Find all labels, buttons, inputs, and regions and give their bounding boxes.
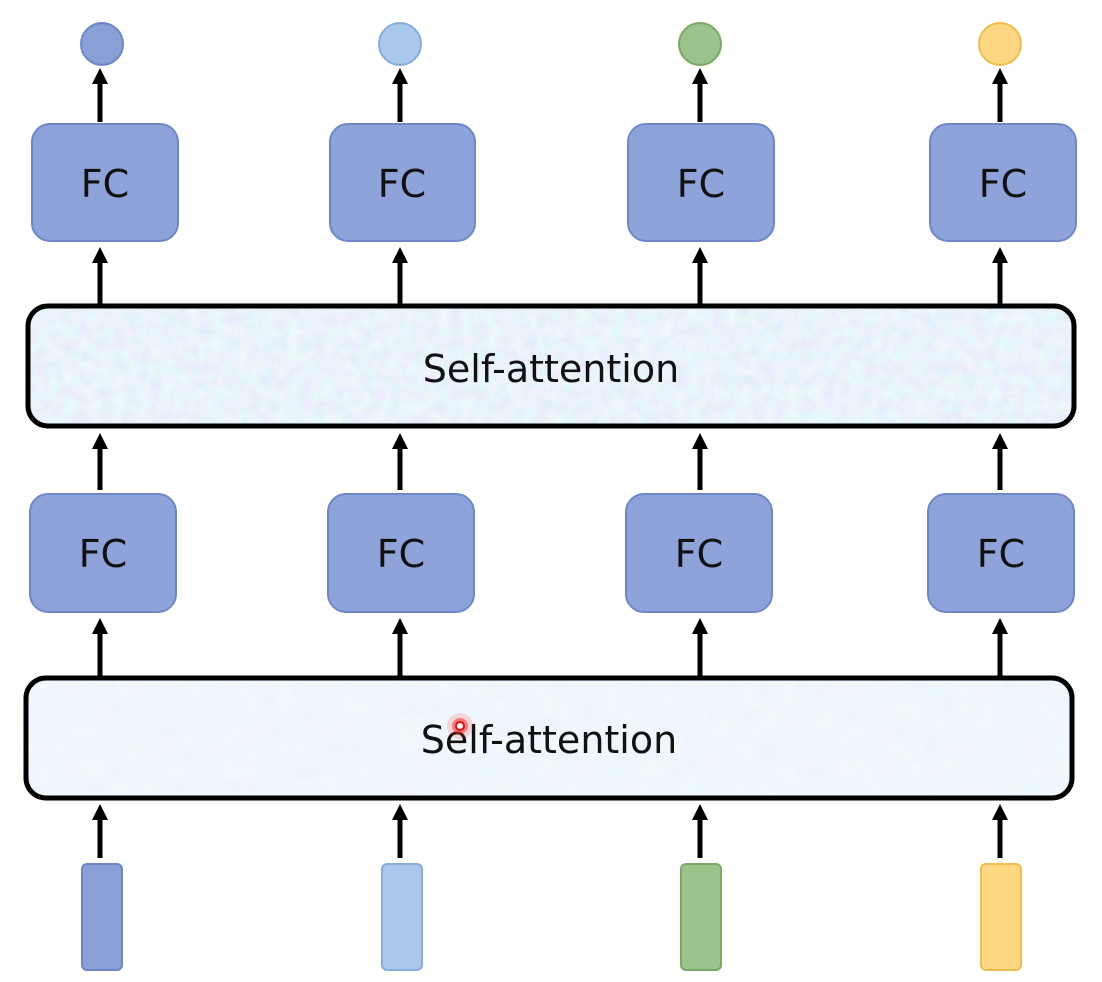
fc-box-top-2: FC — [329, 123, 476, 242]
input-token-2 — [381, 863, 423, 971]
self-attention-block-bottom: Self-attention — [23, 675, 1075, 801]
fc-box-bottom-1: FC — [29, 493, 177, 613]
output-circle-1 — [80, 22, 124, 66]
fc-label: FC — [378, 162, 426, 206]
fc-label: FC — [979, 162, 1027, 206]
fc-label: FC — [675, 532, 723, 576]
fc-label: FC — [377, 532, 425, 576]
fc-label: FC — [81, 162, 129, 206]
output-circle-4 — [978, 22, 1022, 66]
self-attention-block-top: Self-attention — [25, 303, 1077, 429]
self-attention-label-top: Self-attention — [423, 347, 679, 391]
fc-box-bottom-3: FC — [625, 493, 773, 613]
output-circle-3 — [678, 22, 722, 66]
fc-label: FC — [677, 162, 725, 206]
fc-box-top-3: FC — [627, 123, 775, 242]
output-circle-2 — [378, 22, 422, 66]
input-token-3 — [680, 863, 722, 971]
fc-box-top-1: FC — [31, 123, 179, 242]
fc-box-bottom-2: FC — [327, 493, 475, 613]
input-token-4 — [980, 863, 1022, 971]
fc-box-bottom-4: FC — [927, 493, 1075, 613]
fc-label: FC — [79, 532, 127, 576]
input-token-1 — [81, 863, 123, 971]
fc-label: FC — [977, 532, 1025, 576]
fc-box-top-4: FC — [929, 123, 1077, 242]
red-dot-cursor-icon — [447, 713, 473, 739]
